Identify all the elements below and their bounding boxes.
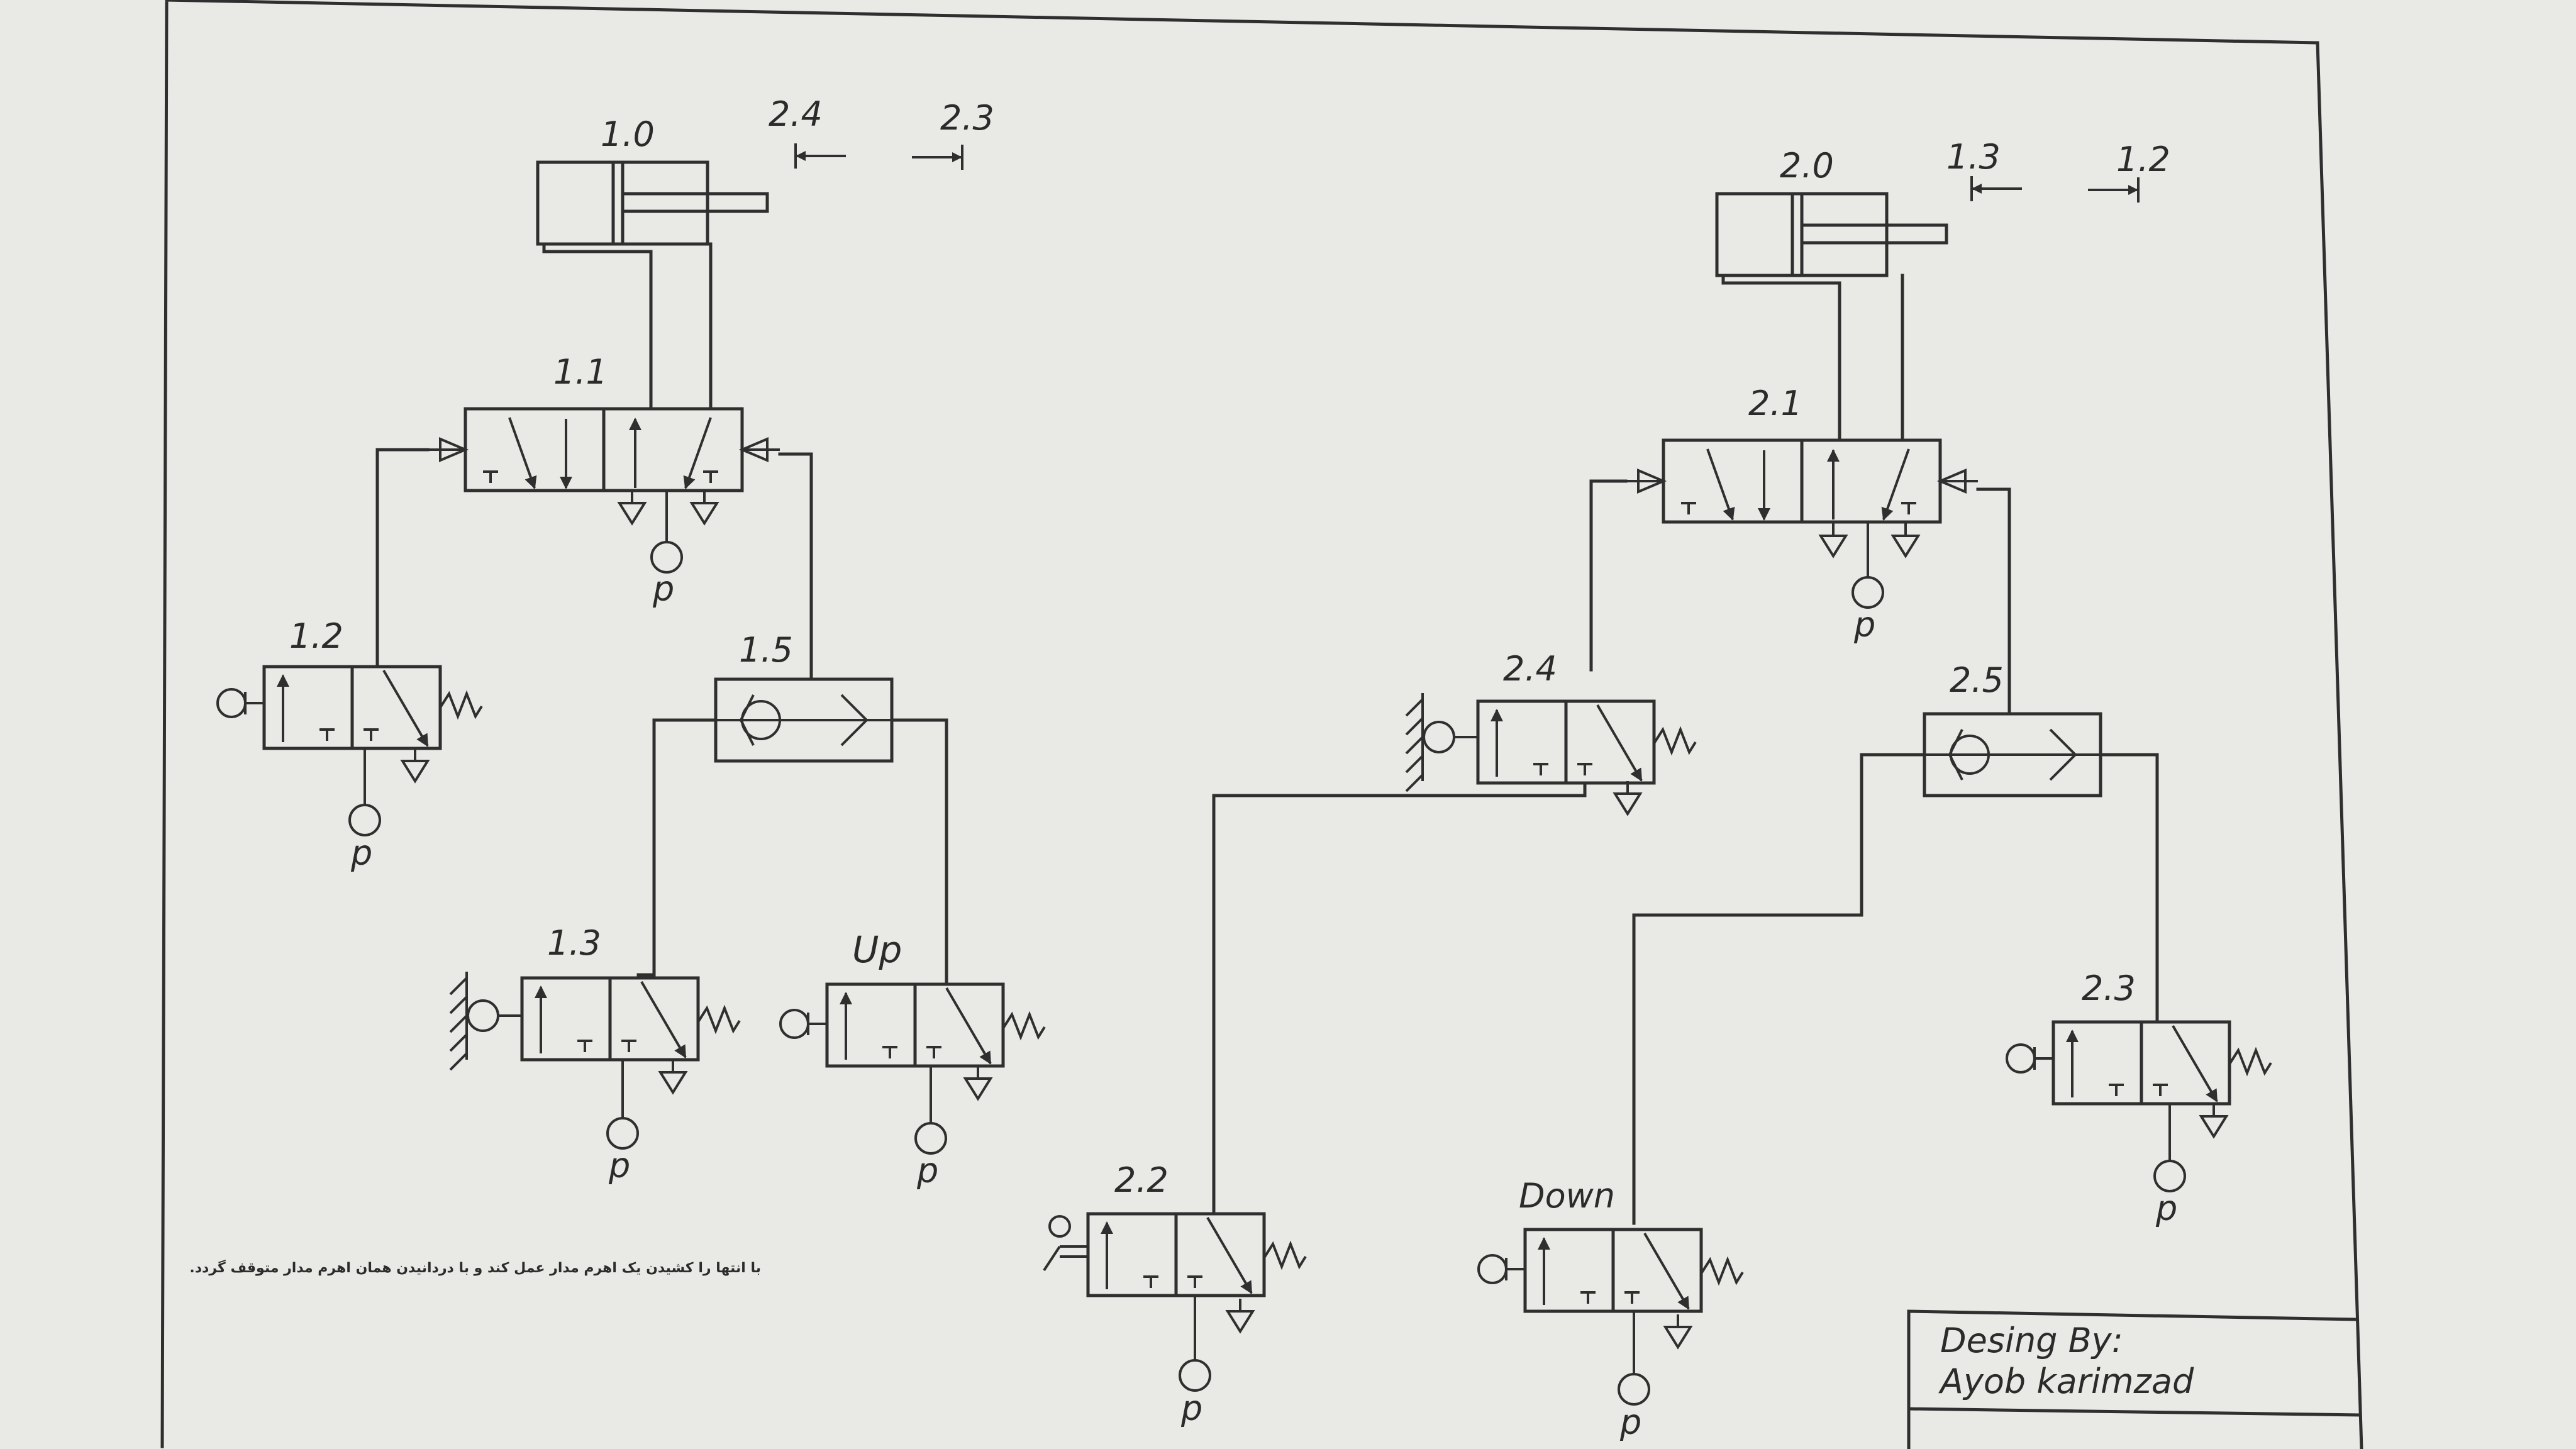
- label-valve-2-1: 2.1: [1748, 384, 1802, 423]
- label-valve-2-5: 2.5: [1950, 660, 2004, 700]
- label-limit-1-2: 1.2: [2116, 140, 2170, 179]
- label-p-up: p: [916, 1151, 938, 1191]
- lever-2-2: [1043, 1215, 1088, 1272]
- title-block-line1: Desing By:: [1940, 1321, 2123, 1360]
- label-p-2-1: p: [1853, 605, 1875, 645]
- label-valve-1-2: 1.2: [289, 616, 343, 656]
- label-valve-1-3: 1.3: [547, 923, 601, 963]
- label-valve-1-1: 1.1: [553, 352, 608, 392]
- label-limit-2-3: 2.3: [940, 98, 994, 138]
- label-p-down: p: [1619, 1402, 1641, 1442]
- label-cyl-1-0: 1.0: [601, 114, 655, 154]
- title-block-line2: Ayob karimzad: [1938, 1362, 2194, 1401]
- label-p-1-3: p: [608, 1146, 630, 1185]
- label-p-1-1: p: [652, 569, 674, 609]
- label-limit-1-3: 1.3: [1946, 137, 2001, 177]
- label-limit-2-4: 2.4: [769, 94, 823, 134]
- instruction-note: با انتها را کشیدن یک اهرم مدار عمل کند و…: [189, 1260, 761, 1276]
- label-p-2-3: p: [2155, 1189, 2177, 1228]
- label-valve-2-4: 2.4: [1503, 649, 1557, 689]
- label-cyl-2-0: 2.0: [1780, 146, 1834, 186]
- label-valve-up: Up: [852, 928, 902, 971]
- label-valve-down: Down: [1519, 1176, 1615, 1216]
- label-valve-2-3: 2.3: [2082, 969, 2136, 1008]
- pushbutton-2-3: [2006, 1043, 2053, 1074]
- pushbutton-up: [779, 1009, 827, 1039]
- label-p-1-2: p: [350, 833, 372, 873]
- label-valve-1-5: 1.5: [739, 630, 793, 670]
- drawing-border: [160, 0, 2363, 1449]
- label-valve-2-2: 2.2: [1114, 1160, 1169, 1200]
- pushbutton-down: [1477, 1254, 1525, 1284]
- title-block: Desing By: Ayob karimzad: [1907, 1309, 2362, 1449]
- pushbutton-1-2: [216, 688, 264, 718]
- label-p-2-2: p: [1180, 1389, 1202, 1428]
